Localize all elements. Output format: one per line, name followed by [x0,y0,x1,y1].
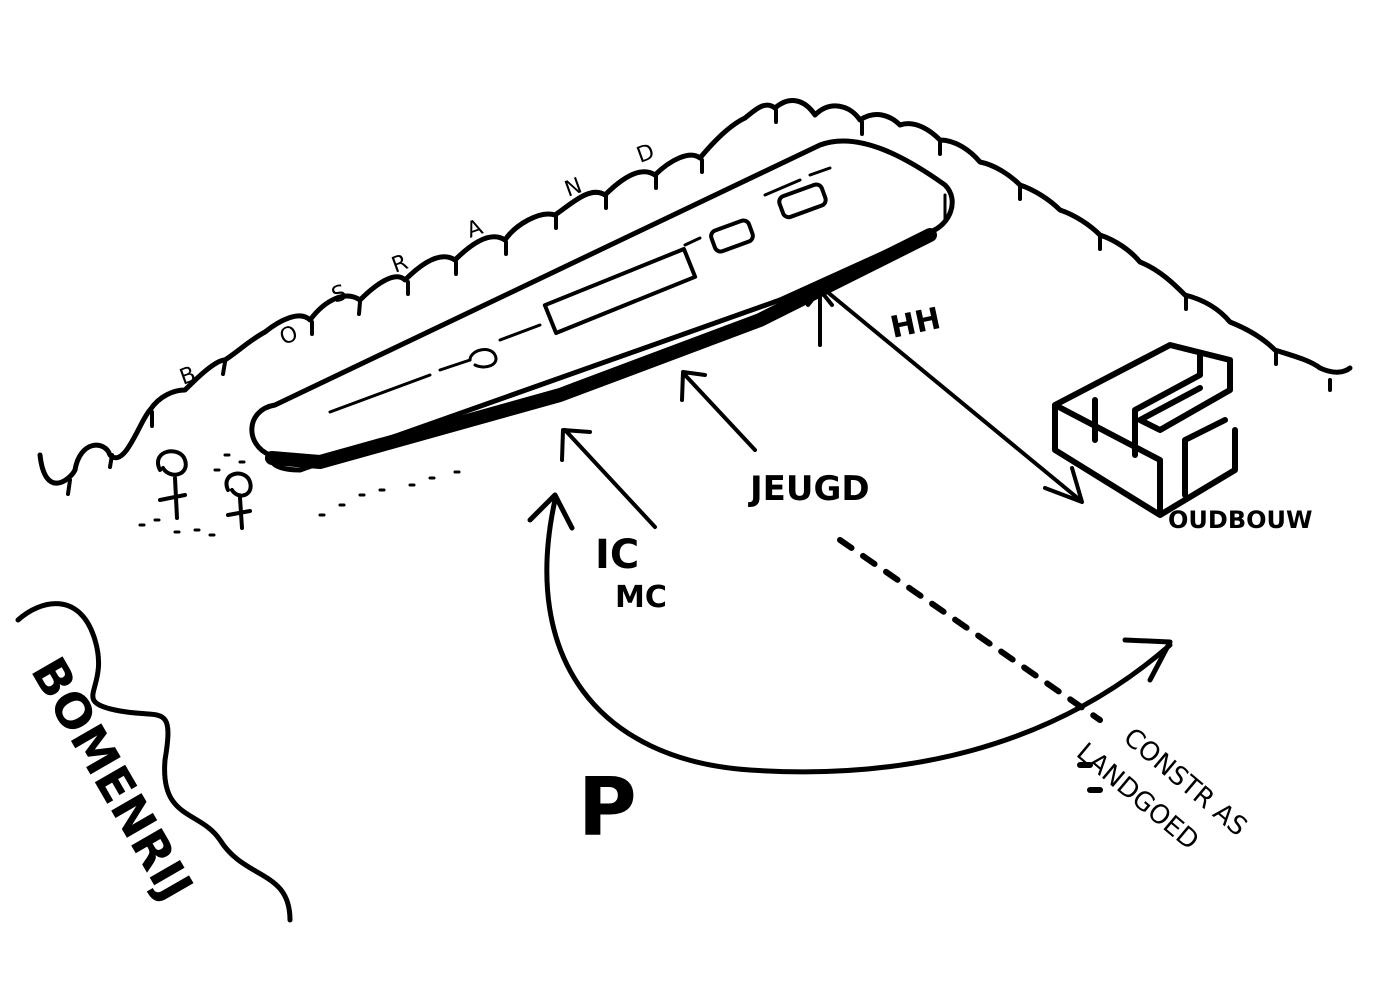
jeugd-label: JEUGD [748,469,870,509]
oudbouw-label: OUDBOUW [1168,506,1312,534]
oudbouw-building [1052,342,1238,518]
forest-letter: R [389,250,412,279]
arrows [527,288,1173,793]
trees-row-line [15,601,293,923]
parking-label: P [578,761,637,854]
forest-letter: D [634,139,658,168]
forest-edge [37,98,1353,496]
trees-row-label: BOMENRIJ [20,648,204,911]
ic-label: IC [595,532,639,578]
labels: HH OUDBOUW JEUGD IC MC P BOMENRIJ CONSTR… [20,301,1313,910]
forest-letter: B [177,362,200,391]
small-trees [156,449,253,530]
forest-edge-label: B O S R A N D [177,139,658,390]
forest-letter: O [277,321,302,350]
hh-label: HH [887,301,943,346]
forest-letter: A [464,215,487,244]
mc-label: MC [615,580,667,615]
forest-letter: N [562,174,586,203]
